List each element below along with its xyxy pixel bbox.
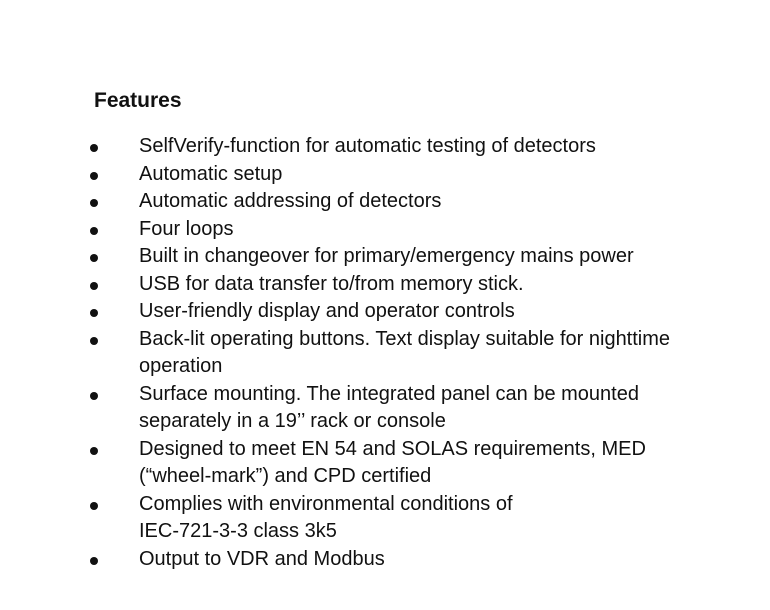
feature-text-continued: separately in a 19’’ rack or console (139, 410, 446, 432)
feature-item-2: Automatic setup (0, 161, 770, 189)
feature-item-8: Back-lit operating buttons. Text display… (0, 326, 770, 381)
feature-text: SelfVerify-function for automatic testin… (139, 135, 596, 157)
feature-item-10: Designed to meet EN 54 and SOLAS require… (0, 436, 770, 491)
feature-text: Designed to meet EN 54 and SOLAS require… (139, 437, 646, 460)
feature-item-3: Automatic addressing of detectors (0, 188, 770, 216)
feature-item-4: Four loops (0, 216, 770, 244)
feature-item-9: Surface mounting. The integrated panel c… (0, 381, 770, 436)
features-list: SelfVerify-function for automatic testin… (0, 133, 770, 573)
feature-text: USB for data transfer to/from memory sti… (139, 272, 524, 295)
feature-text: User-friendly display and operator contr… (139, 300, 515, 322)
feature-text-continued: operation (139, 355, 223, 377)
feature-text: Complies with environmental conditions o… (139, 492, 513, 515)
bullet-icon (90, 144, 98, 152)
bullet-icon (90, 281, 98, 290)
feature-text: Built in changeover for primary/emergenc… (139, 245, 634, 267)
bullet-icon (90, 556, 98, 565)
feature-text-continued: IEC-721-3-3 class 3k5 (139, 520, 337, 542)
feature-item-12: Output to VDR and Modbus (0, 546, 770, 574)
bullet-icon (90, 254, 98, 262)
bullet-icon (90, 336, 98, 345)
bullet-icon (90, 226, 98, 235)
bullet-icon (90, 171, 98, 180)
feature-item-5: Built in changeover for primary/emergenc… (0, 243, 770, 271)
bullet-icon (90, 391, 98, 400)
bullet-icon (90, 446, 98, 455)
feature-text: Output to VDR and Modbus (139, 547, 385, 570)
bullet-icon (90, 501, 98, 510)
bullet-icon (90, 309, 98, 317)
feature-item-7: User-friendly display and operator contr… (0, 298, 770, 326)
feature-item-11: Complies with environmental conditions o… (0, 491, 770, 546)
feature-text: Four loops (139, 217, 234, 240)
features-heading: Features (94, 89, 182, 112)
feature-text: Automatic addressing of detectors (139, 190, 442, 212)
feature-text: Automatic setup (139, 162, 283, 185)
bullet-icon (90, 199, 98, 207)
feature-text: Surface mounting. The integrated panel c… (139, 382, 639, 405)
feature-text-continued: (“wheel-mark”) and CPD certified (139, 465, 432, 487)
feature-item-1: SelfVerify-function for automatic testin… (0, 133, 770, 161)
feature-item-6: USB for data transfer to/from memory sti… (0, 271, 770, 299)
feature-text: Back-lit operating buttons. Text display… (139, 327, 671, 350)
